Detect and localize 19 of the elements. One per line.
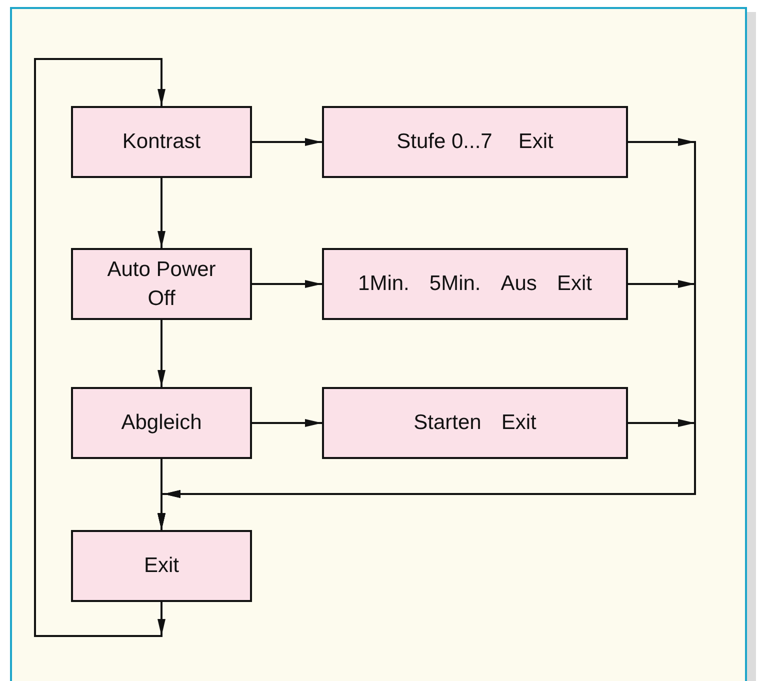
- menu-label: Exit: [556, 271, 592, 298]
- menu-label: Abgleich: [121, 410, 202, 436]
- menu-box: [71, 387, 252, 459]
- menu-box: [322, 387, 628, 459]
- menu-box: [71, 248, 252, 320]
- menu-box: [71, 106, 252, 178]
- menu-label: Stufe 0...7: [396, 129, 492, 156]
- menu-label: 1Min.: [358, 271, 410, 298]
- menu-label: Starten: [414, 410, 482, 436]
- menu-box: [322, 248, 628, 320]
- menu-label: Exit: [518, 129, 554, 156]
- menu-label: 5Min.: [429, 271, 481, 298]
- menu-label: Kontrast: [122, 129, 201, 156]
- menu-label: Aus: [500, 271, 537, 298]
- menu-box: [322, 106, 628, 178]
- menu-label: Exit: [501, 410, 536, 436]
- menu-label: Exit: [144, 553, 179, 580]
- menu-box: [71, 530, 252, 602]
- menu-label: Auto Power Off: [106, 256, 217, 312]
